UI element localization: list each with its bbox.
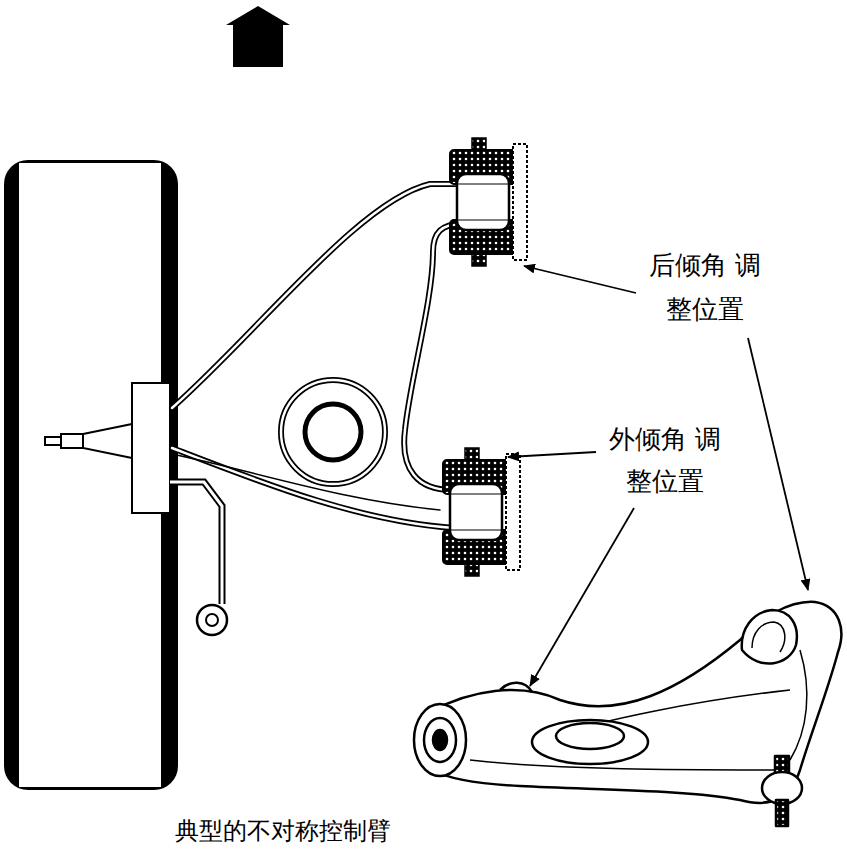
leader-lines — [508, 266, 808, 686]
steering-arm — [170, 482, 227, 635]
callout-label: 外倾角 调整位置 — [600, 418, 730, 502]
upper-bushing — [450, 138, 527, 266]
figure-caption: 典型的不对称控制臂 — [175, 816, 391, 846]
control-arm-3d — [414, 602, 841, 826]
wheel — [4, 160, 178, 790]
callout-label: 后倾角 调整位置 — [640, 243, 770, 331]
control-arm — [172, 184, 462, 528]
spindle — [45, 383, 170, 513]
direction-arrow — [226, 6, 290, 67]
lower-bushing — [443, 448, 520, 576]
